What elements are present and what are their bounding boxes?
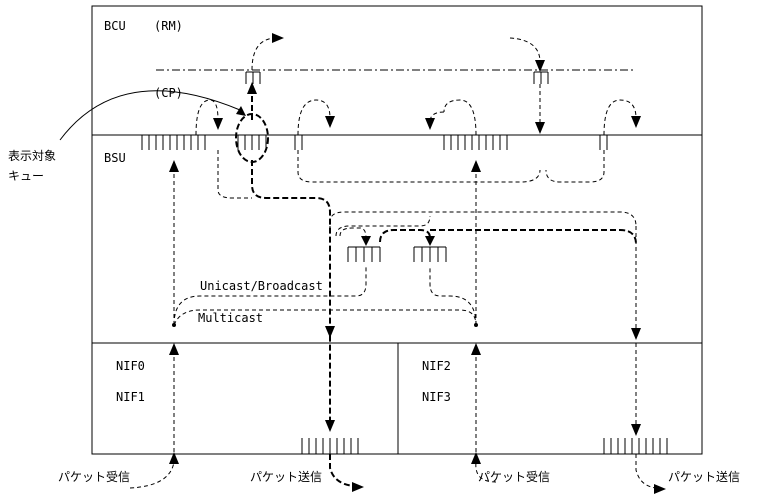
queue-cp bbox=[237, 134, 267, 150]
nif0-to-cp-arrowhead bbox=[213, 118, 223, 130]
multicast-bold-top bbox=[430, 229, 637, 245]
small-loop-a-bottom bbox=[297, 150, 541, 183]
display-target-label-1: 表示対象 bbox=[8, 149, 56, 163]
queue-nif1-output bbox=[301, 438, 359, 454]
nif1-output-arrowhead bbox=[325, 326, 335, 338]
nif2-loop-top bbox=[443, 99, 477, 136]
small-loop-b-bottom bbox=[545, 150, 605, 183]
nif2-uplink-arrowhead bbox=[471, 343, 481, 355]
packet-send-right-label: パケット送信 bbox=[668, 469, 740, 484]
unicast-broadcast-path-right bbox=[429, 266, 477, 326]
rm-right-down-arrowhead bbox=[535, 122, 545, 134]
send-left-arrowhead bbox=[352, 482, 364, 492]
multicast-label: Multicast bbox=[198, 311, 263, 325]
nif3-queue-arrowhead bbox=[631, 424, 641, 436]
nif0-to-cp-loop bbox=[195, 99, 219, 136]
packet-receive-right-flow bbox=[475, 461, 497, 483]
rm-right-in-arrowhead bbox=[535, 60, 545, 72]
nif0-label: NIF0 bbox=[116, 359, 145, 373]
rm-label: (RM) bbox=[154, 19, 183, 33]
nif2-label: NIF2 bbox=[422, 359, 451, 373]
rm-out-arrowhead bbox=[272, 33, 284, 43]
nif0-queue-arrowhead bbox=[169, 160, 179, 172]
queue-rm-right bbox=[533, 71, 549, 84]
display-target-pointer bbox=[59, 90, 241, 141]
queue-small-a bbox=[294, 135, 303, 150]
queue-nif0-input bbox=[141, 135, 206, 150]
small-loop-a-arrowhead bbox=[325, 116, 335, 128]
packet-receive-left-flow bbox=[129, 461, 175, 489]
rm-out-curve bbox=[251, 37, 275, 71]
queue-nif2-input bbox=[443, 135, 508, 150]
queue-multicast-b bbox=[413, 246, 447, 262]
packet-send-left-flow bbox=[329, 454, 355, 487]
packet-send-right-flow bbox=[635, 454, 657, 489]
outer-frame bbox=[91, 5, 703, 455]
nif1-label: NIF1 bbox=[116, 390, 145, 404]
unicast-broadcast-path bbox=[173, 266, 367, 326]
queue-nif3-output bbox=[603, 438, 668, 454]
queue-rm-left bbox=[245, 71, 261, 84]
nif3-label: NIF3 bbox=[422, 390, 451, 404]
nif0-uplink-arrowhead bbox=[169, 343, 179, 355]
nif0-bottom-loop bbox=[217, 150, 252, 199]
multicast-distribution-mid bbox=[335, 215, 431, 237]
unicast-broadcast-label: Unicast/Broadcast bbox=[200, 279, 323, 293]
display-target-pointer-arrowhead bbox=[236, 106, 246, 116]
bsu-label: BSU bbox=[104, 151, 126, 165]
bcu-label: BCU bbox=[104, 19, 126, 33]
cp-to-rm-arrowhead bbox=[247, 82, 257, 94]
queue-multicast-a bbox=[347, 246, 381, 262]
packet-send-left-label: パケット送信 bbox=[250, 469, 322, 484]
nif2-loop-arrowhead bbox=[425, 118, 435, 130]
nif3-output-arrowhead bbox=[631, 328, 641, 340]
packet-receive-left-label: パケット受信 bbox=[58, 470, 130, 484]
small-loop-b-arrowhead bbox=[631, 116, 641, 128]
receive-right-arrowhead bbox=[471, 452, 481, 464]
multicast-queue-b-entry bbox=[379, 229, 431, 243]
nif2-queue-arrowhead bbox=[471, 160, 481, 172]
receive-left-arrowhead-1 bbox=[169, 452, 179, 464]
display-target-label-2: キュー bbox=[8, 169, 44, 183]
cp-label: (CP) bbox=[154, 86, 183, 100]
queue-small-b bbox=[599, 135, 608, 150]
packet-receive-right-label: パケット受信 bbox=[478, 470, 550, 484]
small-loop-b bbox=[603, 99, 637, 136]
cp-loop-bold bbox=[251, 160, 331, 420]
multicast-queue-a-arrowhead bbox=[361, 236, 371, 246]
rm-right-in-curve bbox=[509, 37, 541, 63]
multicast-distribution-top bbox=[329, 211, 637, 230]
small-loop-a bbox=[297, 99, 331, 136]
multicast-queue-b-arrowhead bbox=[425, 236, 435, 246]
nif1-queue-arrowhead bbox=[325, 420, 335, 432]
send-right-arrowhead bbox=[654, 484, 666, 494]
